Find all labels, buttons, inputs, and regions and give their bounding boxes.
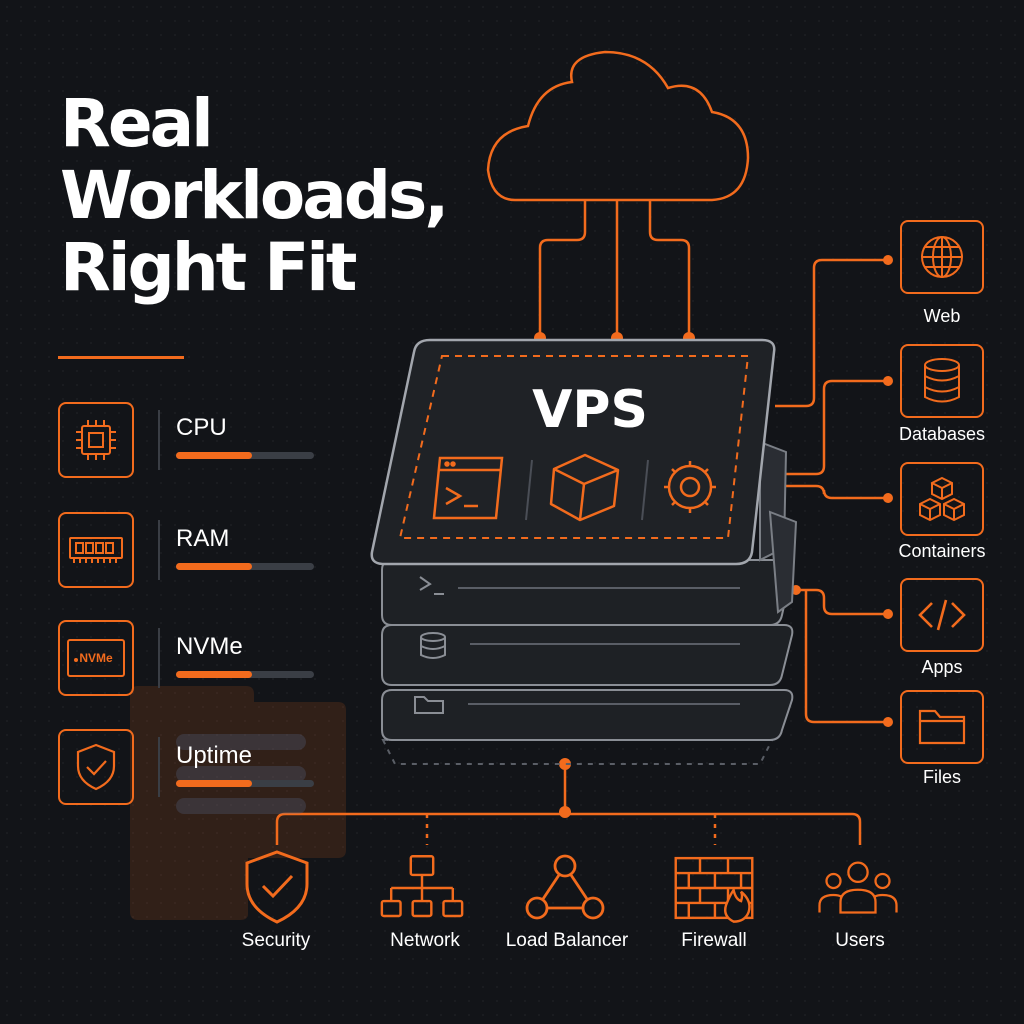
cpu-chip-icon	[76, 420, 116, 460]
resource-label-ram: RAM	[176, 525, 230, 552]
headline-line-2: Workloads,	[60, 157, 449, 234]
folder-icon	[414, 696, 444, 714]
infra-label-load-balancer: Load Balancer	[505, 930, 629, 951]
resource-divider	[158, 737, 160, 797]
infra-label-network: Network	[390, 930, 460, 951]
server-layer-terminal	[381, 559, 794, 626]
infra-label-security: Security	[241, 930, 311, 951]
terminal-window-icon	[432, 456, 504, 520]
cubes-icon	[919, 476, 965, 522]
shield-check-icon	[245, 850, 309, 924]
memory-module-icon	[69, 537, 123, 563]
resource-bar-fill-uptime	[176, 780, 252, 787]
cloud-icon	[486, 50, 750, 202]
headline-line-1: Real	[60, 85, 214, 162]
database-icon	[924, 358, 960, 403]
resource-bar-cpu	[176, 452, 314, 459]
resource-bar-nvme	[176, 671, 314, 678]
database-icon	[420, 632, 446, 659]
globe-icon	[921, 236, 963, 278]
resource-ram-icon-box	[58, 512, 134, 588]
firewall-icon	[674, 856, 754, 923]
service-containers-box	[900, 462, 984, 536]
resource-bar-fill-nvme	[176, 671, 252, 678]
load-balancer-icon	[525, 854, 605, 920]
resource-label-nvme: NVMe	[176, 633, 243, 660]
vps-card	[370, 338, 776, 566]
resource-bar-ram	[176, 563, 314, 570]
headline-accent-rule	[58, 356, 184, 359]
resource-bar-fill-ram	[176, 563, 252, 570]
gear-icon	[664, 461, 716, 513]
resource-nvme-icon-box: NVMe	[58, 620, 134, 696]
resource-bar-fill-cpu	[176, 452, 252, 459]
infra-label-users: Users	[835, 930, 885, 951]
nvme-drive-icon: NVMe	[67, 639, 125, 677]
headline-line-3: Right Fit	[60, 229, 357, 306]
service-label-web: Web	[923, 306, 961, 326]
service-label-databases: Databases	[898, 424, 986, 444]
code-brackets-icon	[918, 599, 966, 631]
users-icon	[818, 861, 898, 914]
service-label-containers: Containers	[898, 541, 986, 561]
service-apps-box	[900, 578, 984, 652]
faint-background-panel	[130, 686, 346, 920]
server-layer-database	[381, 624, 794, 686]
cube-icon	[549, 453, 620, 522]
resource-divider	[158, 410, 160, 470]
terminal-prompt-icon	[419, 576, 444, 595]
service-web-box	[900, 220, 984, 294]
service-label-apps: Apps	[921, 657, 963, 677]
nvme-drive-icon-text: NVMe	[79, 651, 113, 665]
folder-icon	[918, 709, 966, 745]
service-label-files: Files	[922, 767, 961, 787]
resource-label-cpu: CPU	[176, 414, 227, 441]
shield-check-icon	[76, 743, 116, 791]
headline: Real Workloads, Right Fit	[60, 85, 449, 306]
service-databases-box	[900, 344, 984, 418]
resource-uptime-icon-box	[58, 729, 134, 805]
resource-divider	[158, 628, 160, 688]
resource-cpu-icon-box	[58, 402, 134, 478]
resource-label-uptime: Uptime	[176, 742, 253, 769]
server-layer-files	[381, 689, 794, 741]
resource-bar-uptime	[176, 780, 314, 787]
infra-label-firewall: Firewall	[681, 930, 747, 951]
network-tree-icon	[380, 855, 464, 918]
resource-divider	[158, 520, 160, 580]
vps-label: VPS	[532, 380, 648, 440]
service-files-box	[900, 690, 984, 764]
